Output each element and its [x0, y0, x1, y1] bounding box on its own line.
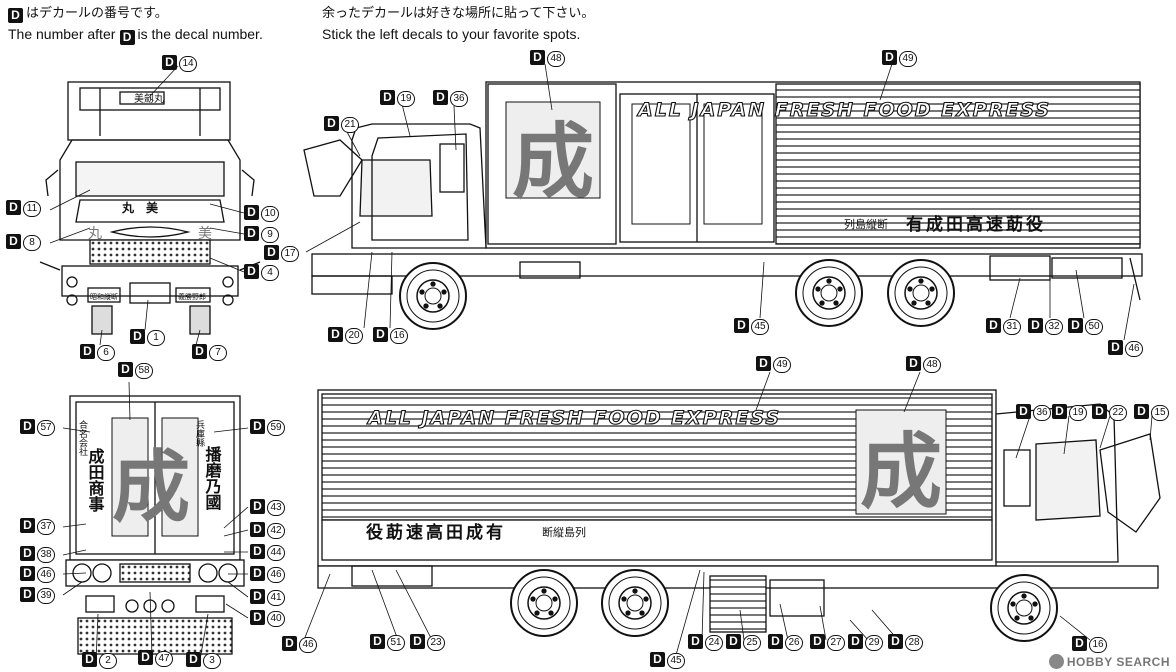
spare-note-en-text: Stick the left decals to your favorite s… — [322, 26, 581, 42]
front-top-text: 美劔丸 — [134, 92, 164, 105]
rear-view — [65, 395, 245, 655]
side-view-top — [303, 81, 1143, 301]
rear-left-small: 合名会社 — [77, 419, 88, 457]
watermark: HOBBY SEARCH — [1048, 654, 1170, 669]
front-mid-text: 丸 美 — [121, 200, 159, 215]
side-view-bottom — [317, 389, 1161, 633]
front-plate-right: 義勝野郎 — [178, 292, 206, 301]
watermark-text: HOBBY SEARCH — [1066, 655, 1170, 669]
company-sub-bottom: 断縦島列 — [542, 525, 586, 539]
rear-right-small: 兵庫縣 — [194, 419, 205, 447]
kanji-big-rear: 成 — [112, 443, 190, 533]
front-plate-left: 昭和縦断 — [90, 292, 118, 301]
front-view — [39, 81, 261, 335]
spare-note-jp: 余ったデカールは好きな場所に貼って下さい。 — [322, 6, 595, 21]
spare-note-en: Stick the left decals to your favorite s… — [322, 26, 580, 44]
rear-right-text: 播磨乃國 — [203, 445, 223, 511]
fresh-food-top: ALL JAPAN FRESH FOOD EXPRESS — [636, 99, 1051, 121]
decal-note-en-a: The number after — [8, 26, 116, 42]
company-sub-top: 列島縦断 — [844, 217, 888, 231]
company-top: 有成田高速莇役 — [906, 214, 1046, 235]
rear-left-text: 成田商事 — [86, 447, 105, 513]
hobby-search-logo-icon — [1048, 654, 1064, 669]
d-badge-icon: D — [8, 8, 23, 23]
company-bottom: 役莇速高田成有 — [366, 522, 506, 543]
kanji-big-top: 成 — [512, 115, 594, 210]
d-badge-icon: D — [119, 30, 135, 45]
front-grille-left: 丸 — [88, 226, 102, 242]
front-grille-right: 美 — [198, 226, 212, 242]
kanji-big-bottom: 成 — [860, 425, 942, 520]
decal-note-en-b: is the decal number. — [137, 26, 263, 42]
decal-note-jp-text: はデカールの番号です。 — [26, 6, 168, 21]
fresh-food-bottom: ALL JAPAN FRESH FOOD EXPRESS — [366, 407, 781, 429]
leader-lines — [49, 63, 1153, 661]
